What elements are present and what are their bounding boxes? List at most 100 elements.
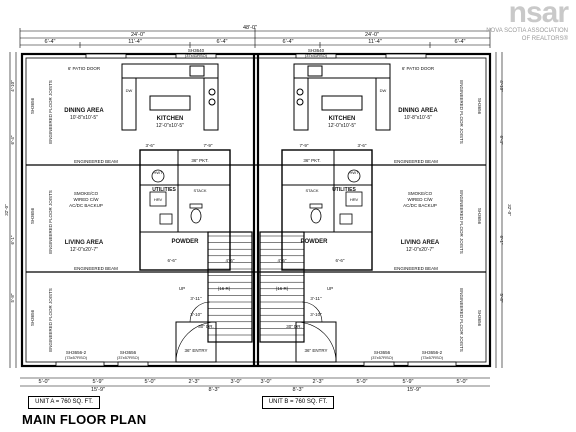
dim-bottom-9: 5'-9" — [403, 379, 414, 385]
window-side-b-2: (37x57RSO) — [371, 355, 394, 360]
room-dining-b-dim: 10'-8"x10'-5" — [404, 115, 432, 121]
smoke-b-2: WIRED C/W — [408, 197, 434, 202]
dim-int-2: 7'-9" — [204, 143, 213, 148]
stairs-up-a: UP — [179, 286, 185, 291]
dim-bottom-6: 3'-0" — [261, 379, 272, 385]
dim-bottom-14: 15'-9" — [407, 387, 421, 393]
dim-side-2: 6'-4" — [10, 135, 15, 144]
dim-side-total-b: 32'-0" — [507, 204, 512, 216]
stairs-up-b: UP — [327, 286, 333, 291]
joists-a-mid: ENGINEERED FLOOR JOISTS — [48, 190, 53, 254]
window-front-a: SH3656-2 — [66, 350, 87, 355]
hwt-b: HWT — [349, 170, 359, 175]
dim-bottom-10: 5'-0" — [457, 379, 468, 385]
utilities-a: UTILITIES — [152, 187, 176, 193]
window-side-b: SH3656 — [374, 350, 391, 355]
room-kitchen-a-dim: 12'-0"x10'-5" — [156, 123, 184, 129]
dim-side-1: 4'-10" — [10, 80, 15, 92]
dim-top-3: 6'-4" — [217, 39, 228, 45]
dim-side-7: 5'-8" — [499, 294, 504, 303]
window-top-a: SH3640 — [188, 48, 205, 53]
room-dining-a-dim: 10'-8"x10'-5" — [70, 115, 98, 121]
dim-unit-a-width: 24'-0" — [131, 32, 145, 38]
dim-side-6: 6'-4" — [499, 136, 504, 145]
smoke-a-2: WIRED C/W — [74, 197, 100, 202]
window-front-b: SH3656-2 — [422, 350, 443, 355]
smoke-a-3: AC/DC BACKUP — [69, 203, 103, 208]
dim-side-total: 32'-0" — [4, 204, 9, 216]
smoke-b-3: AC/DC BACKUP — [403, 203, 437, 208]
joists-a-top: ENGINEERED FLOOR JOISTS — [48, 80, 53, 144]
dim-bottom-13: 8'-3" — [293, 387, 304, 393]
room-kitchen-a: KITCHEN — [157, 116, 184, 122]
beam-a2: ENGINEERED BEAM — [74, 266, 118, 271]
beam-a: ENGINEERED BEAM — [74, 159, 118, 164]
stack-b: STACK — [305, 188, 318, 193]
room-living-b-dim: 12'-0"x20'-7" — [406, 247, 434, 253]
joists-b-mid: ENGINEERED FLOOR JOISTS — [459, 190, 464, 254]
powder-a: POWDER — [172, 239, 200, 245]
pkt-a: 36" PKT. — [191, 158, 208, 163]
dim-top-4: 6'-4" — [283, 39, 294, 45]
watermark-logo: nsar NOVA SCOTIA ASSOCIATION OF REALTORS… — [452, 0, 572, 44]
patio-door-b: 6' PATIO DOOR — [402, 66, 435, 71]
dim-int-3: 7'-9" — [300, 143, 309, 148]
room-living-b: LIVING AREA — [401, 240, 440, 246]
dim-int-1: 3'-6" — [146, 143, 155, 148]
entry-a: 36" ENTRY — [184, 348, 207, 353]
unit-b-area-box: UNIT B = 760 SQ. FT. — [262, 396, 334, 409]
dim-int-11: 3'-10" — [190, 312, 202, 317]
dim-top-1: 6'-4" — [45, 39, 56, 45]
room-living-a-dim: 12'-0"x20'-7" — [70, 247, 98, 253]
joists-a-bot: ENGINEERED FLOOR JOISTS — [48, 288, 53, 352]
dim-bottom-12: 8'-3" — [209, 387, 220, 393]
dw-a: DW — [126, 88, 133, 93]
room-dining-a: DINING AREA — [64, 108, 104, 114]
joists-b-bot: ENGINEERED FLOOR JOISTS — [459, 288, 464, 352]
watermark-line-2: OF REALTORS® — [521, 36, 568, 42]
dim-top-5: 11'-4" — [368, 39, 382, 45]
stairs-risers-b: (16 R) — [276, 286, 289, 291]
dim-bottom-7: 2'-3" — [313, 379, 324, 385]
dim-int-8: 6'-6" — [336, 258, 345, 263]
hrv-a: HRV — [154, 197, 163, 202]
dim-int-10: 3'-11" — [310, 296, 322, 301]
dim-side-3: 5'-8" — [10, 293, 15, 302]
dim-int-7: 4'-6" — [278, 258, 287, 263]
utilities-b: UTILITIES — [332, 187, 356, 193]
window-side-a-2: (37x57RSO) — [117, 355, 140, 360]
window-side-left-1: SH3656 — [30, 97, 35, 114]
watermark-line-1: NOVA SCOTIA ASSOCIATION — [486, 28, 568, 34]
window-side-a: SH3656 — [120, 350, 137, 355]
dim-side-5: 4'-10" — [499, 80, 504, 92]
window-side-right-3: SH3656 — [477, 310, 482, 327]
dim-side-4: 6'-1" — [10, 235, 15, 244]
room-kitchen-b-dim: 12'-0"x10'-5" — [328, 123, 356, 129]
dw-b: DW — [380, 88, 387, 93]
dim-bottom-1: 5'-0" — [39, 379, 50, 385]
window-top-b: SH3640 — [308, 48, 325, 53]
dim-int-5: 6'-6" — [168, 258, 177, 263]
dim-bottom-4: 2'-3" — [189, 379, 200, 385]
stack-a: STACK — [193, 188, 206, 193]
dim-side-8: 6'-1" — [499, 236, 504, 245]
smoke-b: SMOKE/CO — [408, 191, 433, 196]
dim-bottom-3: 5'-0" — [145, 379, 156, 385]
beam-b2: ENGINEERED BEAM — [394, 266, 438, 271]
powder-b: POWDER — [301, 239, 329, 245]
dim-int-12: 3'-10" — [310, 312, 322, 317]
dim-int-9: 3'-11" — [190, 296, 202, 301]
dim-int-4: 3'-6" — [358, 143, 367, 148]
hrv-b: HRV — [350, 197, 359, 202]
smoke-a: SMOKE/CO — [74, 191, 99, 196]
dim-total-width: 48'-0" — [243, 25, 257, 31]
dim-int-6: 4'-6" — [226, 258, 235, 263]
plan-title: MAIN FLOOR PLAN — [22, 412, 147, 427]
dim-top-6: 6'-4" — [455, 39, 466, 45]
dim-unit-b-width: 24'-0" — [365, 32, 379, 38]
hwt-a: HWT — [153, 170, 163, 175]
pkt-b: 36" PKT. — [303, 158, 320, 163]
dim-bottom-11: 15'-9" — [91, 387, 105, 393]
watermark-brand: nsar — [508, 0, 569, 29]
